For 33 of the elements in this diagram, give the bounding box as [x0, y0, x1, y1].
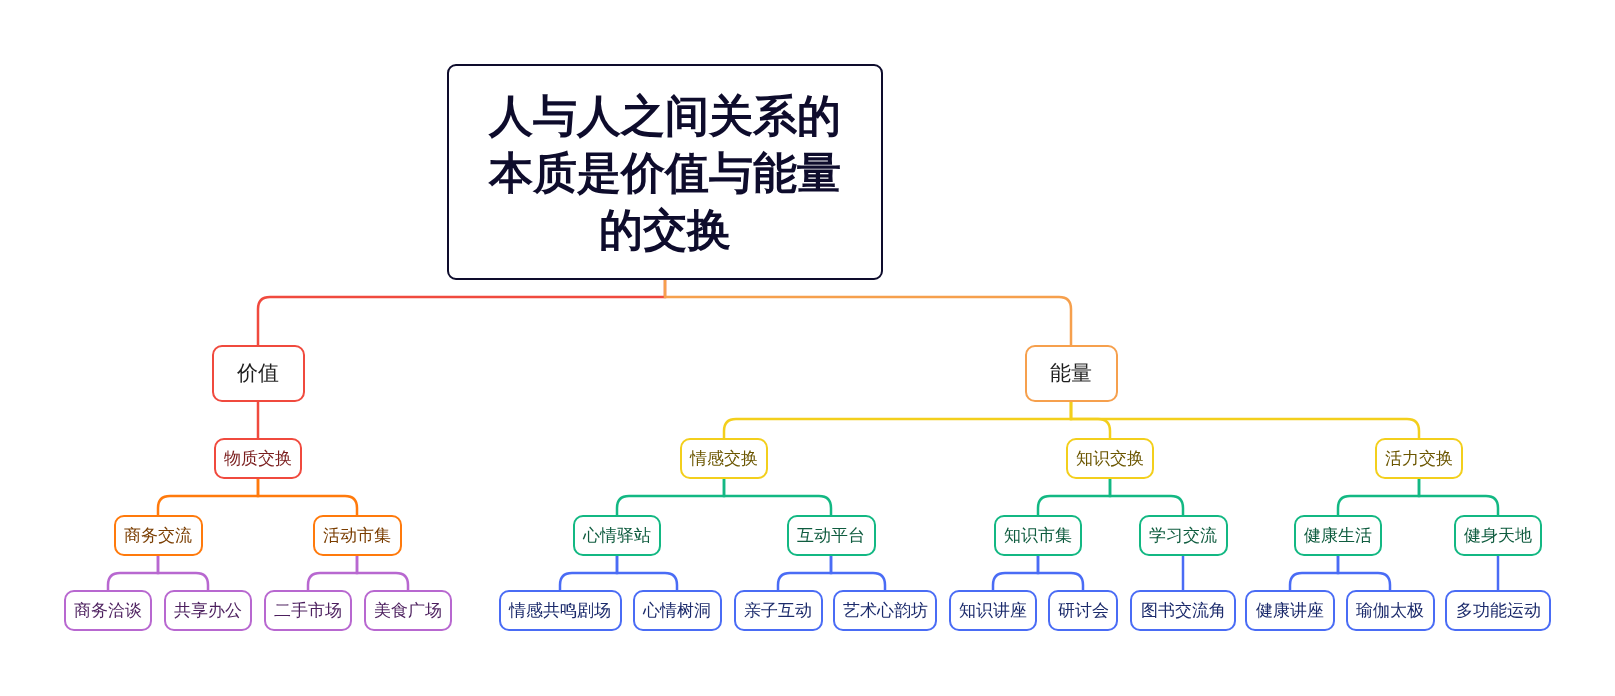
subtopic-box: 心情驿站: [573, 515, 661, 556]
connector-line: [256, 402, 260, 438]
subtopic-box: 健康生活: [1294, 515, 1382, 556]
leaf-topic-box: 亲子互动: [733, 590, 823, 631]
leaf-topic-box: 艺术心韵坊: [833, 590, 937, 631]
topic-box: 物质交换: [214, 438, 302, 479]
leaf-topic-box: 情感共鸣剧场: [498, 590, 622, 631]
topic-box: 知识交换: [1066, 438, 1154, 479]
leaf-topic-box: 二手市场: [264, 590, 352, 631]
leaf-topic-box: 共享办公: [164, 590, 252, 631]
subtopic-box: 健身天地: [1454, 515, 1542, 556]
leaf-topic-box: 美食广场: [364, 590, 452, 631]
subtopic-box: 知识市集: [994, 515, 1082, 556]
subtopic-box: 活动市集: [312, 515, 402, 556]
subtopic-box: 互动平台: [786, 515, 876, 556]
topic-box: 活力交换: [1375, 438, 1463, 479]
leaf-topic-box: 健康讲座: [1245, 590, 1335, 631]
connector-line: [663, 280, 1073, 345]
topic-box: 情感交换: [680, 438, 768, 479]
leaf-topic-box: 商务洽谈: [64, 590, 152, 631]
leaf-topic-box: 知识讲座: [949, 590, 1037, 631]
connector-line: [1181, 556, 1185, 590]
leaf-topic-box: 研讨会: [1048, 590, 1118, 631]
central-topic-box: 人与人之间关系的本质是价值与能量的交换: [447, 64, 883, 280]
leaf-topic-box: 心情树洞: [632, 590, 722, 631]
leaf-topic-box: 瑜伽太极: [1345, 590, 1435, 631]
subtopic-box: 商务交流: [113, 515, 203, 556]
leaf-topic-box: 图书交流角: [1130, 590, 1236, 631]
leaf-topic-box: 多功能运动: [1445, 590, 1551, 631]
connector-line: [1496, 556, 1500, 590]
main-topic-box: 价值: [211, 345, 305, 402]
subtopic-box: 学习交流: [1138, 515, 1228, 556]
main-topic-box: 能量: [1024, 345, 1118, 402]
